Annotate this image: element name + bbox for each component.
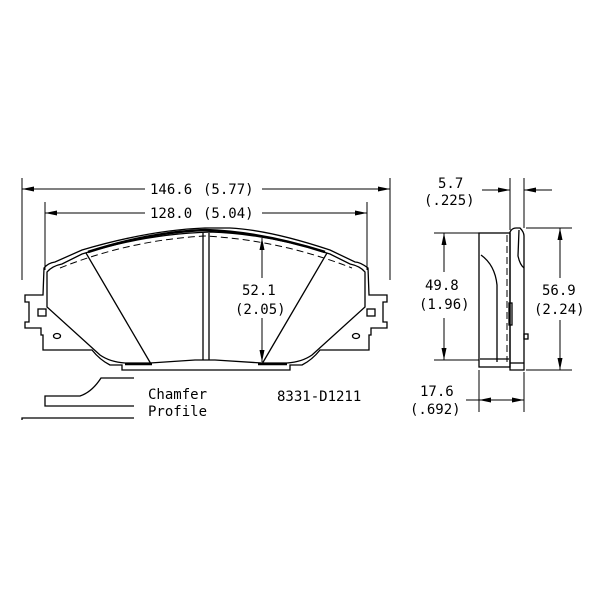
profile-label: Profile: [148, 404, 207, 420]
plate-thickness-inch-label: (.225): [424, 193, 475, 209]
backing-plate: [509, 227, 525, 371]
arrow-icon: [557, 358, 563, 370]
arrow-icon: [259, 238, 265, 250]
chamfer-line: [261, 252, 328, 365]
friction-pad-outline: [46, 231, 366, 364]
arrow-icon: [259, 350, 265, 362]
side-view: 5.7 (.225) 49.8 (1.96) 56.9 (2.24) 17.6 …: [410, 176, 585, 418]
front-view: 146.6 (5.77) 128.0 (5.04) 52.1 (2.05): [21, 178, 391, 371]
plate-height-label: 56.9: [542, 283, 576, 299]
arrow-icon: [479, 397, 491, 403]
friction-width-inch-label: (5.04): [203, 206, 254, 222]
tab: [37, 308, 47, 317]
arrow-icon: [524, 187, 536, 193]
pad-edge: [87, 228, 326, 254]
hole: [52, 332, 62, 340]
chamfer-profile-base: [21, 417, 134, 420]
chamfer-line: [85, 252, 152, 365]
plate-thickness-label: 5.7: [438, 176, 463, 192]
part-number: 8331-D1211: [277, 389, 361, 405]
arrow-icon: [45, 210, 57, 216]
plate-height-inch-label: (2.24): [534, 302, 585, 318]
arrow-icon: [378, 186, 390, 192]
arrow-icon: [498, 187, 510, 193]
overall-width-inch-label: (5.77): [203, 182, 254, 198]
clip: [523, 333, 529, 340]
total-thickness-label: 17.6: [420, 384, 454, 400]
friction-height-label: 49.8: [425, 278, 459, 294]
chamfer-label: Chamfer: [148, 387, 207, 403]
shim: [508, 302, 513, 326]
total-thickness-inch-label: (.692): [410, 402, 461, 418]
arrow-icon: [441, 233, 447, 245]
hole: [351, 332, 361, 340]
chamfer-profile-shape: [44, 377, 134, 407]
chamfer-dashed-line: [59, 235, 353, 269]
arrow-icon: [557, 228, 563, 240]
backing-plate-outline: [24, 227, 388, 371]
arrow-icon: [441, 348, 447, 360]
chamfer-profile: Chamfer Profile 8331-D1211: [21, 377, 361, 420]
chamfer-curve: [480, 254, 498, 362]
friction-height-inch-label: (1.96): [419, 297, 470, 313]
arrow-icon: [22, 186, 34, 192]
friction-block: [478, 232, 511, 368]
arrow-icon: [355, 210, 367, 216]
tab: [366, 308, 376, 317]
height-label: 52.1: [242, 283, 276, 299]
arrow-icon: [512, 397, 524, 403]
friction-width-label: 128.0: [150, 206, 192, 222]
plate-curve: [517, 229, 525, 269]
height-inch-label: (2.05): [235, 302, 286, 318]
overall-width-label: 146.6: [150, 182, 192, 198]
